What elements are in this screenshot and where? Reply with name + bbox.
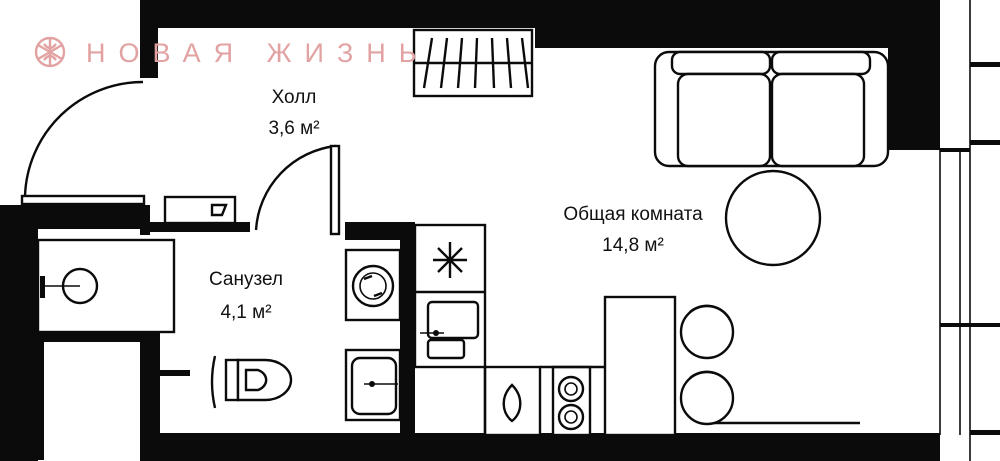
shoe-rack-icon (163, 195, 237, 225)
washing-machine-icon (344, 248, 402, 322)
room-area: 3,6 м² (268, 118, 319, 139)
fridge-icon (433, 242, 467, 278)
room-name: Общая комната (563, 204, 703, 225)
room-name: Санузел (209, 269, 283, 290)
room-area: 4,1 м² (220, 302, 271, 323)
room-name: Холл (272, 87, 317, 108)
wardrobe-icon (412, 28, 534, 98)
bath-sink-icon (344, 348, 402, 422)
room-area: 14,8 м² (602, 235, 664, 256)
stove-icon (483, 365, 542, 437)
entry-door (20, 80, 146, 206)
shower-tray-icon (36, 238, 176, 334)
brand-name: НОВАЯ ЖИЗНЬ (86, 38, 429, 68)
hob-icon (551, 365, 592, 437)
room-label-hall: Холл 3,6 м² (268, 87, 319, 139)
toilet-icon (210, 355, 293, 409)
round-table-icon (724, 169, 822, 267)
room-label-bathroom: Санузел 4,1 м² (209, 269, 283, 323)
bar-stool-icon (679, 304, 735, 426)
kitchen-column (413, 223, 487, 369)
window-right (939, 0, 1000, 461)
room-label-living: Общая комната 14,8 м² (563, 204, 703, 256)
sofa-icon (653, 50, 890, 168)
brand-logo: НОВАЯ ЖИЗНЬ (34, 36, 429, 68)
bar-counter (483, 295, 860, 437)
walls (0, 0, 940, 461)
bathroom-door (254, 144, 341, 236)
asterisk-flower-logo-icon (34, 36, 66, 68)
sink-icon (420, 300, 480, 360)
